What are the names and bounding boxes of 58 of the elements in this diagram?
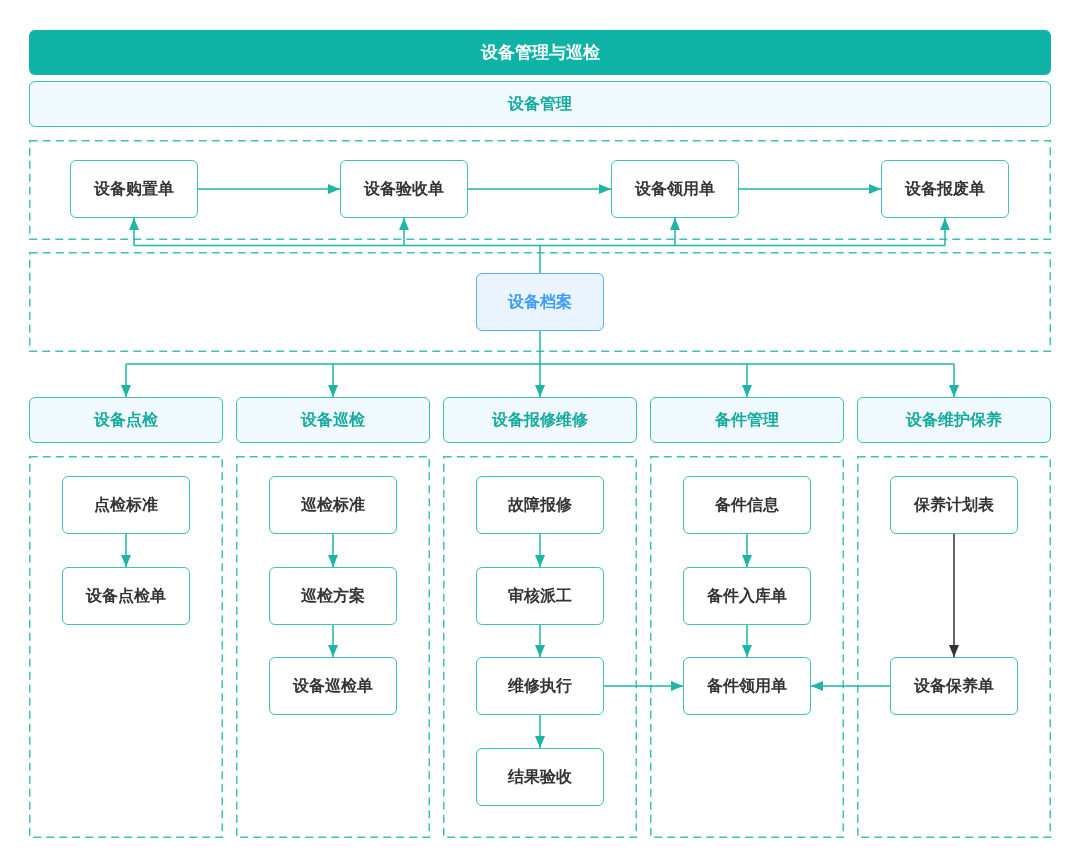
dashed-group <box>236 456 430 838</box>
arrow <box>535 714 545 749</box>
arrow <box>328 363 338 398</box>
module-header: 设备巡检 <box>236 397 430 443</box>
process-box: 设备购置单 <box>70 160 198 218</box>
dashed-group <box>29 456 223 838</box>
arrow <box>940 217 950 247</box>
arrow <box>949 533 959 658</box>
process-box: 审核派工 <box>476 567 604 625</box>
arrow <box>328 533 338 568</box>
arrow <box>121 363 131 398</box>
arrow <box>535 363 545 398</box>
module-header: 设备点检 <box>29 397 223 443</box>
process-box: 设备巡检单 <box>269 657 397 715</box>
dashed-group <box>650 456 844 838</box>
arrow <box>535 533 545 568</box>
dashed-group <box>443 456 637 838</box>
process-box: 结果验收 <box>476 748 604 806</box>
connector-trunk <box>133 244 946 274</box>
arrow <box>197 184 341 194</box>
module-header: 设备报修维修 <box>443 397 637 443</box>
process-box: 设备报废单 <box>881 160 1009 218</box>
process-box: 维修执行 <box>476 657 604 715</box>
arrow <box>670 217 680 247</box>
connector-trunk <box>125 330 955 365</box>
arrow <box>467 184 612 194</box>
arrow <box>949 363 959 398</box>
process-box: 备件领用单 <box>683 657 811 715</box>
process-box: 设备领用单 <box>611 160 739 218</box>
arrow <box>742 363 752 398</box>
process-box: 设备保养单 <box>890 657 1018 715</box>
arrow <box>738 184 882 194</box>
dashed-group <box>29 252 1051 352</box>
arrow <box>129 217 139 247</box>
process-box: 备件信息 <box>683 476 811 534</box>
process-box: 巡检标准 <box>269 476 397 534</box>
arrow <box>328 624 338 658</box>
arrow <box>399 217 409 247</box>
process-box: 故障报修 <box>476 476 604 534</box>
arrow <box>742 624 752 658</box>
process-box: 保养计划表 <box>890 476 1018 534</box>
arrow <box>603 681 684 691</box>
arrow <box>121 533 131 568</box>
process-box: 设备验收单 <box>340 160 468 218</box>
section-band: 设备管理 <box>29 81 1051 127</box>
process-box: 备件入库单 <box>683 567 811 625</box>
title-banner: 设备管理与巡检 <box>29 30 1051 75</box>
arrow <box>742 533 752 568</box>
arrow <box>535 624 545 658</box>
module-header: 备件管理 <box>650 397 844 443</box>
process-box: 点检标准 <box>62 476 190 534</box>
dashed-group <box>29 140 1051 240</box>
process-box: 设备点检单 <box>62 567 190 625</box>
archive-box: 设备档案 <box>476 273 604 331</box>
arrow <box>810 681 891 691</box>
module-header: 设备维护保养 <box>857 397 1051 443</box>
dashed-group <box>857 456 1051 838</box>
process-box: 巡检方案 <box>269 567 397 625</box>
